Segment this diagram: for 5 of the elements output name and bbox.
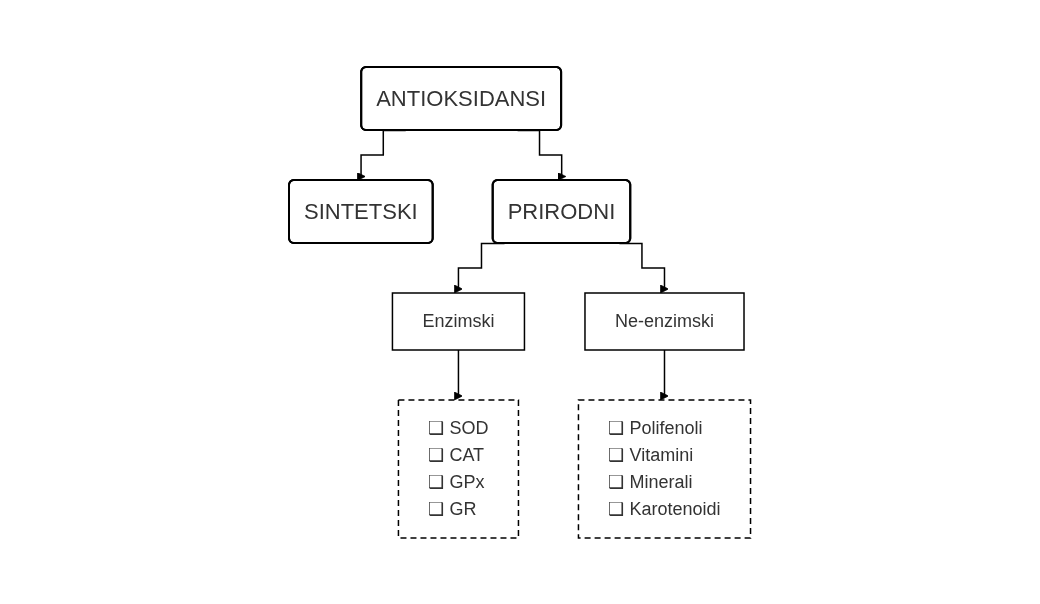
node-box: Ne-enzimski xyxy=(584,291,745,351)
node-box: Enzimski xyxy=(391,291,526,351)
node-box: ❑ SOD ❑ CAT ❑ GPx ❑ GR xyxy=(397,398,520,539)
node-box: ❑ Polifenoli ❑ Vitamini ❑ Minerali ❑ Karotenoidi xyxy=(577,398,752,539)
arrow xyxy=(660,348,670,400)
